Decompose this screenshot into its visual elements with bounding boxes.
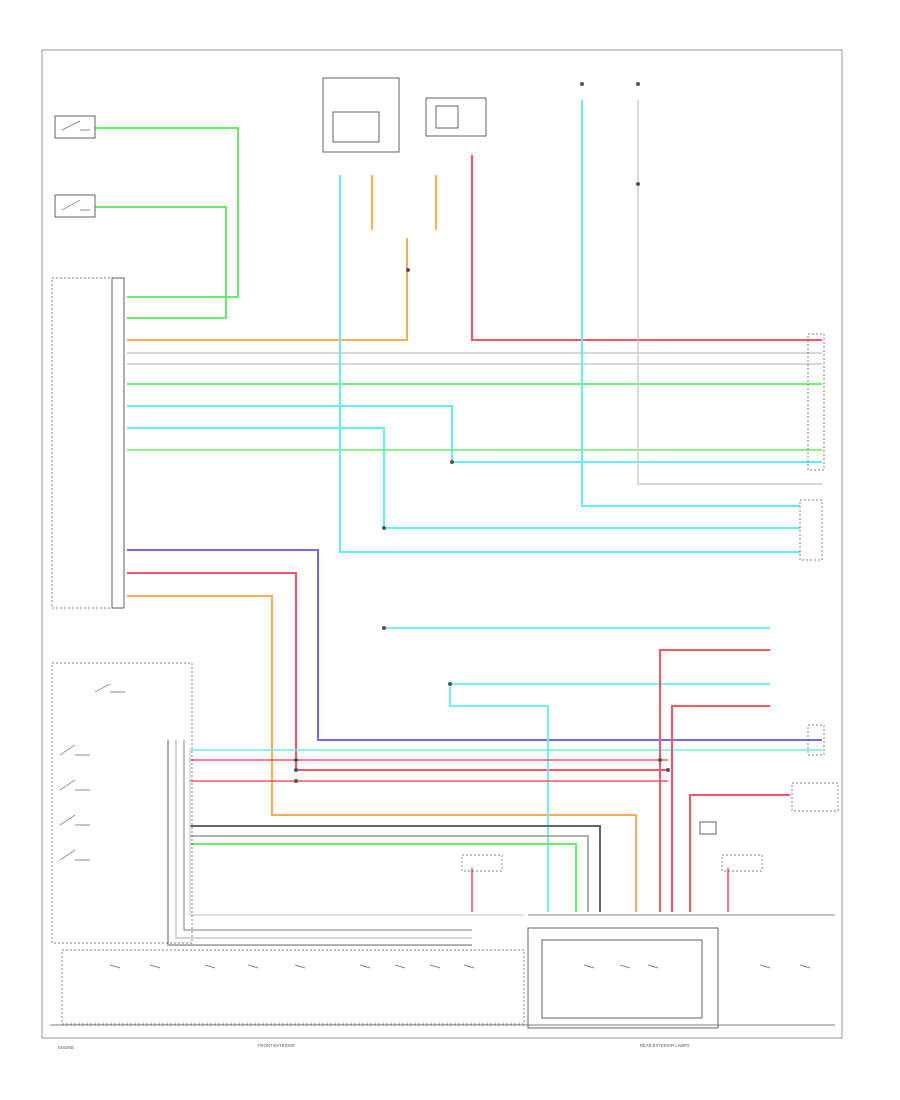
- bottom-lamp-group-center: [527, 927, 719, 1029]
- right-connector-4: [791, 782, 839, 812]
- lamp-symbols: [109, 964, 811, 969]
- relay-box-1: [322, 77, 400, 153]
- junction-dot: [382, 526, 386, 530]
- wire-ppl-1: [127, 549, 822, 741]
- junction-dot: [636, 182, 640, 186]
- junction-dot: [294, 768, 298, 772]
- junction-dot: [406, 268, 410, 272]
- switch-panel-symbol-5: [59, 849, 90, 861]
- wire-ltblu-1: [127, 405, 822, 463]
- wire-bus-1: [167, 740, 472, 946]
- switch-panel-symbol-2: [59, 744, 90, 756]
- switch-panel-symbol-1: [94, 683, 125, 693]
- wires: [50, 100, 835, 1026]
- right-connector-1: [807, 333, 825, 471]
- indicator-lamp: [699, 821, 717, 835]
- bottom-left-group-label: FRONT EXTERIOR: [258, 1043, 295, 1048]
- components: [51, 77, 839, 1029]
- relay-inner-1: [332, 111, 380, 143]
- junction-dot: [294, 779, 298, 783]
- wire-red-1: [471, 155, 822, 341]
- wire-gry-2: [190, 835, 589, 912]
- ground-block-1: [461, 854, 503, 872]
- lamp-icons: [109, 964, 811, 969]
- ground-block-2: [721, 854, 763, 872]
- wire-grn-2: [95, 206, 227, 319]
- junction-dot: [666, 768, 670, 772]
- right-connector-2: [799, 499, 823, 561]
- switch-panel-box: [51, 662, 193, 944]
- wire-ltblu-3: [339, 175, 800, 553]
- switch-panel-symbol-3: [59, 779, 90, 791]
- footer-left-label: ENGINE: [58, 1045, 74, 1050]
- wire-bus-2: [175, 740, 472, 939]
- wire-red-7: [689, 794, 790, 912]
- wire-ltblu-4: [581, 100, 800, 507]
- junction-dot: [448, 682, 452, 686]
- wire-red-2: [127, 572, 668, 771]
- wire-gry-1: [190, 825, 601, 912]
- switch-panel-symbol-4: [59, 814, 90, 826]
- switch-symbol-2: [61, 199, 90, 211]
- relay-inner-2: [435, 105, 459, 129]
- bottom-right-group-label: REAR EXTERIOR LAMPS: [640, 1043, 690, 1048]
- wire-grn-1: [95, 127, 239, 298]
- switch-symbol-1: [61, 120, 90, 131]
- diagram-frame: [41, 49, 843, 1039]
- relay-box-2: [425, 97, 487, 137]
- control-module-connector: [111, 277, 125, 609]
- right-connector-3: [807, 724, 825, 756]
- wire-ltblu-2: [127, 427, 800, 529]
- junction-dot: [382, 626, 386, 630]
- bottom-lamp-group-left: [61, 949, 525, 1025]
- wire-wht-3: [637, 100, 822, 485]
- switch-box-1: [54, 115, 96, 139]
- junction-dot: [450, 460, 454, 464]
- wire-ltblu-7: [449, 684, 549, 912]
- control-module-box: [51, 277, 125, 609]
- junction-dots: [294, 182, 670, 783]
- lamp-inner-box: [541, 939, 703, 1019]
- junction-dot: [294, 758, 298, 762]
- wire-orn-1: [127, 238, 408, 341]
- junction-dot: [658, 758, 662, 762]
- wire-bus-4: [189, 750, 524, 916]
- fuse-node-1: [580, 82, 584, 86]
- wire-bus-3: [183, 740, 472, 931]
- wire-grn-5: [190, 843, 577, 912]
- wire-orn-4: [127, 595, 637, 912]
- wire-red-4: [671, 705, 770, 912]
- wire-red-3: [659, 649, 770, 912]
- switch-box-2: [54, 194, 96, 218]
- fuse-node-2: [636, 82, 640, 86]
